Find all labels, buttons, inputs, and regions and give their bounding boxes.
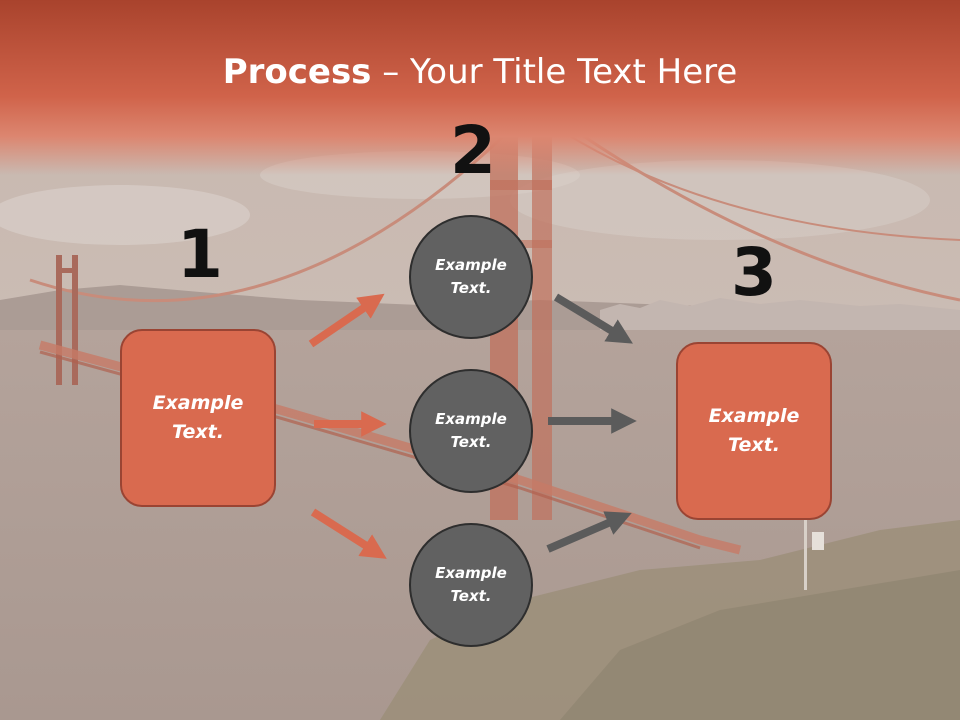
slide-title: Process – Your Title Text Here	[0, 52, 960, 92]
title-bold: Process	[222, 52, 372, 92]
left-process-box: Example Text.	[120, 329, 276, 507]
title-rest: – Your Title Text Here	[371, 52, 738, 92]
left-box-text: Example Text.	[152, 392, 244, 443]
arrow-bottom-to-right	[546, 511, 632, 553]
step-number-2: 2	[450, 112, 496, 189]
circle-middle-text: Example Text.	[435, 410, 507, 451]
circle-bottom-text: Example Text.	[435, 564, 507, 605]
circle-top-text: Example Text.	[435, 256, 507, 297]
right-process-box: Example Text.	[676, 342, 832, 520]
step-number-3: 3	[731, 234, 777, 311]
arrow-left-to-bottom	[310, 508, 387, 559]
step-number-1: 1	[177, 216, 223, 293]
arrow-left-to-top	[308, 293, 385, 348]
circle-middle: Example Text.	[409, 369, 533, 493]
circle-bottom: Example Text.	[409, 523, 533, 647]
circle-top: Example Text.	[409, 215, 533, 339]
arrow-top-to-right	[553, 293, 633, 344]
right-box-text: Example Text.	[708, 405, 800, 456]
